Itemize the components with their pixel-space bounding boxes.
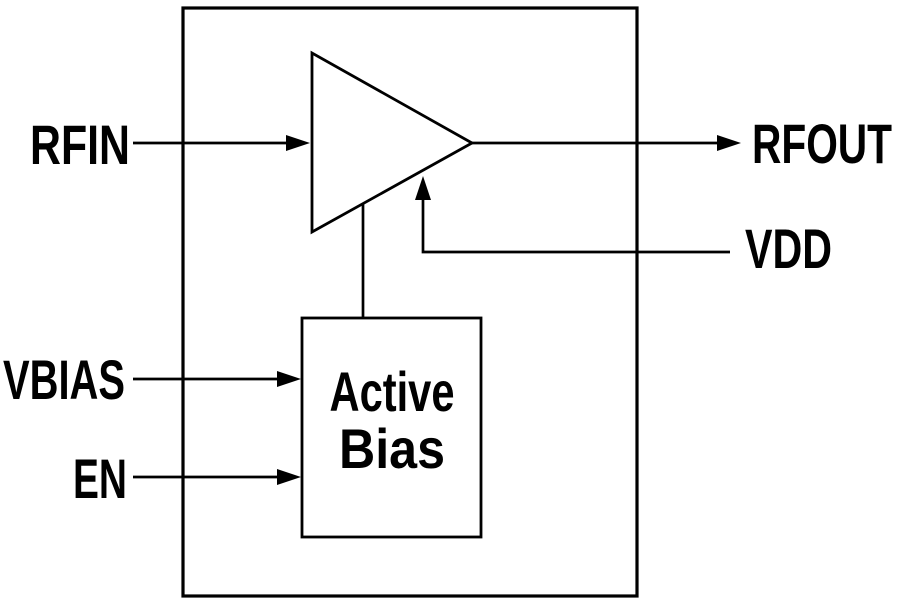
vdd-arrowhead-icon (415, 176, 431, 200)
active-bias-block (300, 316, 483, 539)
rfout-pin-label: RFOUT (752, 112, 892, 175)
en-pin-label: EN (73, 447, 127, 510)
rfin-arrowhead-icon (286, 135, 310, 151)
vdd-pin-label: VDD (745, 217, 832, 280)
en-arrowhead-icon (277, 469, 301, 485)
amplifier-triangle (310, 50, 475, 235)
vdd-wire (421, 192, 730, 254)
rfin-pin-label: RFIN (30, 113, 130, 176)
active-bias-label-line2: Bias (339, 417, 445, 480)
vbias-arrowhead-icon (277, 371, 301, 387)
vbias-pin-label: VBIAS (3, 348, 125, 411)
active-bias-label-line1: Active (330, 360, 455, 423)
rfout-arrowhead-icon (717, 135, 741, 151)
